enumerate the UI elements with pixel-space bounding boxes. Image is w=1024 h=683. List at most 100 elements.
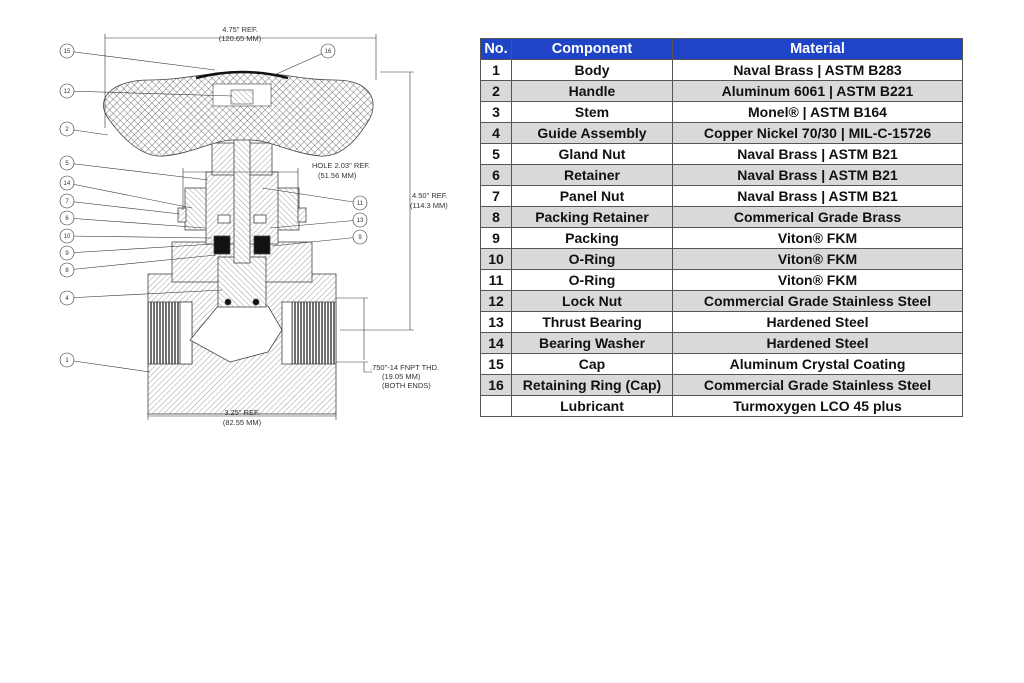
callout-number: 10 — [64, 234, 71, 240]
cell-component: O-Ring — [511, 248, 673, 270]
cell-no: 13 — [480, 311, 512, 333]
callout-bubble — [59, 210, 75, 226]
leader-line — [66, 182, 193, 209]
callout-number: 9 — [65, 251, 69, 257]
cell-material: Naval Brass | ASTM B21 — [672, 185, 963, 207]
header-material: Material — [672, 38, 963, 60]
cell-no: 8 — [480, 206, 512, 228]
cell-component: Packing Retainer — [511, 206, 673, 228]
dim-width-top-mm: (120.65 MM) — [219, 34, 262, 43]
dimension-lines — [104, 34, 414, 420]
cell-component: Body — [511, 59, 673, 81]
dim-width-bottom-mm: (82.55 MM) — [223, 418, 262, 427]
cell-material: Aluminum 6061 | ASTM B221 — [672, 80, 963, 102]
callout-bubble — [59, 43, 75, 59]
header-no: No. — [480, 38, 512, 60]
callout-number: 4 — [65, 296, 69, 302]
callout-bubble — [59, 121, 75, 137]
leader-line — [66, 359, 151, 373]
cell-component: Lock Nut — [511, 290, 673, 312]
cell-component: Cap — [511, 353, 673, 375]
callout-bubble — [59, 193, 75, 209]
cell-no: 10 — [480, 248, 512, 270]
handle — [103, 71, 374, 157]
callout-bubble — [352, 229, 368, 245]
cell-material: Commercial Grade Stainless Steel — [672, 290, 963, 312]
cell-material: Monel® | ASTM B164 — [672, 101, 963, 123]
leader-line — [261, 187, 361, 204]
dim-thread-note: (BOTH ENDS) — [382, 381, 431, 390]
cap — [195, 70, 289, 80]
dimension-labels: 4.75" REF. (120.65 MM) HOLE 2.03" REF. (… — [219, 25, 449, 427]
callout-bubble — [59, 228, 75, 244]
callout-bubble — [59, 175, 75, 191]
cell-no: 7 — [480, 185, 512, 207]
callout-bubble — [320, 43, 336, 59]
callout-bubble — [352, 212, 368, 228]
dim-width-top: 4.75" REF. — [222, 25, 258, 34]
leader-line — [66, 200, 181, 215]
callout-bubble — [59, 352, 75, 368]
cell-no — [480, 395, 512, 417]
callout-bubble — [59, 155, 75, 171]
callout-number: 12 — [64, 89, 71, 95]
leader-line — [66, 90, 233, 97]
callout-number: 2 — [65, 127, 69, 133]
callout-number: 9 — [358, 235, 362, 241]
dim-thread: .750"-14 FNPT THD. — [370, 363, 439, 372]
cell-component: Packing — [511, 227, 673, 249]
callout-number: 7 — [65, 199, 69, 205]
dim-hole-mm: (51.56 MM) — [318, 171, 357, 180]
leader-line — [66, 162, 209, 181]
leader-line — [66, 217, 206, 229]
cell-component: Retainer — [511, 164, 673, 186]
cell-material: Hardened Steel — [672, 332, 963, 354]
cell-material: Viton® FKM — [672, 227, 963, 249]
callout-number: 8 — [65, 268, 69, 274]
leader-line — [271, 236, 361, 247]
cell-no: 15 — [480, 353, 512, 375]
callout-bubble — [59, 290, 75, 306]
cell-no: 4 — [480, 122, 512, 144]
callout-number: 16 — [325, 49, 332, 55]
callout-number: 13 — [357, 218, 364, 224]
dim-width-bottom: 3.25" REF. — [224, 408, 260, 417]
cell-material: Hardened Steel — [672, 311, 963, 333]
dim-thread-mm: (19.05 MM) — [382, 372, 421, 381]
cell-component: Lubricant — [511, 395, 673, 417]
leader-line — [271, 50, 329, 77]
leader-line — [269, 219, 361, 229]
cell-no: 2 — [480, 80, 512, 102]
cell-material: Naval Brass | ASTM B21 — [672, 143, 963, 165]
callout-bubble — [59, 262, 75, 278]
leader-line — [66, 289, 223, 299]
cell-component: Guide Assembly — [511, 122, 673, 144]
cell-component: Retaining Ring (Cap) — [511, 374, 673, 396]
callout-number: 1 — [65, 358, 69, 364]
cell-material: Copper Nickel 70/30 | MIL-C-15726 — [672, 122, 963, 144]
lock-nut — [230, 89, 254, 105]
leader-line — [66, 50, 216, 71]
valve-cross-section-drawing: 4.75" REF. (120.65 MM) HOLE 2.03" REF. (… — [59, 25, 449, 427]
bonnet-assembly — [177, 94, 307, 306]
valve-body — [147, 241, 337, 415]
callout-number: 5 — [65, 161, 69, 167]
cell-component: Thrust Bearing — [511, 311, 673, 333]
cell-material: Viton® FKM — [672, 269, 963, 291]
cell-component: Stem — [511, 101, 673, 123]
callout-number: 6 — [65, 216, 69, 222]
